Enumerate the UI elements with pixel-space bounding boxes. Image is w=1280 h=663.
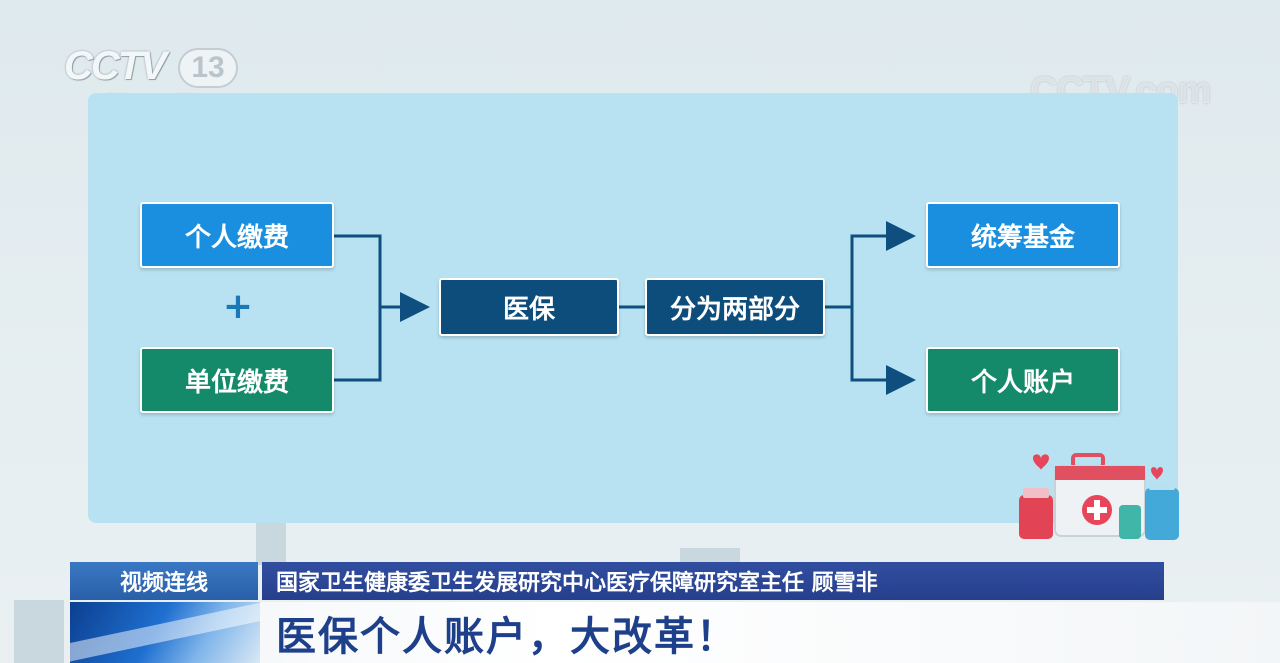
speaker-caption: 国家卫生健康委卫生发展研究中心医疗保障研究室主任 顾雪非: [262, 562, 1164, 600]
connector-left-bottom: [334, 307, 382, 382]
box-pooled-fund: 统筹基金: [926, 202, 1120, 268]
box-personal-account: 个人账户: [926, 347, 1120, 413]
medical-kit-icon: [1019, 453, 1179, 540]
headline-bar: [70, 602, 1280, 663]
headline-bar-graphic: [70, 602, 260, 663]
background-building: [256, 520, 286, 565]
plus-sign: +: [222, 286, 254, 327]
headline-text: 医保个人账户，大改革！: [276, 613, 738, 660]
video-link-tag: 视频连线: [70, 562, 258, 600]
arrow-to-right-bottom: [850, 307, 916, 395]
box-split-two-parts: 分为两部分: [645, 278, 825, 336]
box-employer-contribution: 单位缴费: [140, 347, 334, 413]
connector-left-top: [334, 234, 382, 307]
cctv-logo: CCTV: [64, 44, 167, 88]
background-building: [680, 548, 740, 562]
arrow-to-right-top: [850, 221, 916, 307]
channel-number-badge: 13: [178, 48, 238, 88]
box-personal-contribution: 个人缴费: [140, 202, 334, 268]
background-building: [14, 600, 64, 663]
box-medical-insurance: 医保: [439, 278, 619, 336]
